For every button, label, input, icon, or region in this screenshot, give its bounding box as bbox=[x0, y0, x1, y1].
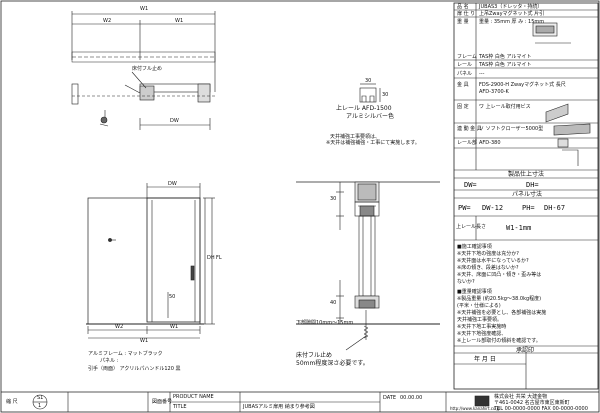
note-line: ■施工確認事項 bbox=[457, 244, 492, 250]
elev-frame-line: アルミフレーム : マットブラック bbox=[88, 351, 163, 357]
spec-row-label: レール bbox=[457, 62, 473, 68]
elev-dim-w2: W2 bbox=[115, 324, 124, 330]
plan-view bbox=[71, 11, 216, 130]
vertical-section bbox=[296, 181, 440, 351]
plan-dim-w1-right: W1 bbox=[175, 18, 184, 24]
spec-row-value: TAS枠 白色 アルマイト bbox=[479, 54, 532, 60]
note-line: ※天井下地工事実施時 bbox=[457, 324, 507, 330]
rail-length-value: W1-1mm bbox=[506, 224, 532, 232]
spec-row-label: パネル bbox=[457, 71, 473, 77]
section-note-2: 50mm程度深さ必要です。 bbox=[296, 360, 369, 367]
note-line: 天井補強工事要領。 bbox=[457, 317, 503, 323]
rail-note-2: ※天井は補強補強・工事にて実施します。 bbox=[326, 140, 420, 146]
size-pw-value: DW-12 bbox=[482, 204, 504, 212]
note-line: ※製品重量 (約20.5kg〜38.0kg程度) bbox=[457, 296, 542, 302]
plan-dim-w2: W2 bbox=[103, 18, 112, 24]
size-dh-label: DH= bbox=[526, 181, 539, 189]
spec-panel-frame bbox=[453, 2, 599, 390]
spec-row-value: ソ ソフトクローザー5000型 bbox=[479, 126, 544, 132]
section-dim-30: 30 bbox=[330, 196, 337, 202]
plan-dim-dw: DW bbox=[170, 118, 179, 124]
panel-size-header: パネル寸法 bbox=[512, 191, 543, 198]
section-note-1: 床付フル止め bbox=[296, 352, 333, 359]
title-block-frame bbox=[32, 392, 490, 412]
title-label: TITLE bbox=[173, 404, 187, 410]
section-dim-bottom: 下部隙間10mm〜15mm bbox=[296, 320, 354, 326]
note-line: ※天井下地強度確認、 bbox=[457, 331, 507, 337]
company-name: 株式会社 共栄 大建金物 bbox=[494, 394, 548, 400]
spec-row-value: 上吊Zwayマグネット式 片引 bbox=[479, 11, 545, 17]
spec-row-value: FDS-2900-H Zwayマグネット式 長尺 bbox=[479, 82, 566, 88]
title-value: JUBASアルミ扉用 納まり参考図 bbox=[243, 404, 315, 410]
spec-row-label: 品 名 bbox=[457, 4, 469, 10]
note-line: (平米・仕様による) bbox=[457, 303, 501, 309]
spec-row-value: TAS枠 白色 アルマイト bbox=[479, 62, 532, 68]
front-elevation bbox=[86, 183, 215, 339]
spec-row-label: レール部 bbox=[457, 140, 478, 146]
size-dw-label: DW= bbox=[464, 181, 477, 189]
date-label: DATE bbox=[383, 395, 397, 401]
size-header: 製品仕上寸法 bbox=[508, 171, 545, 178]
note-line: ないか? bbox=[457, 279, 475, 285]
approval-date: 年 月 日 bbox=[474, 356, 496, 363]
plan-floor-stop-label: 床付フル止め bbox=[132, 66, 163, 72]
rail-length-label: 上レール長さ bbox=[456, 224, 487, 230]
rail-caption-1: 上レール AFD-1500 bbox=[336, 105, 392, 112]
elev-dim-w1: W1 bbox=[140, 338, 149, 344]
company-tel: TEL 00-0000-0000 FAX 00-0000-0000 bbox=[494, 406, 588, 412]
sheet-value: 1 bbox=[38, 403, 42, 409]
note-line: ■重量確認事項 bbox=[457, 289, 492, 295]
spec-row-value: 重量 : 35mm 厚 み : 15mm bbox=[479, 19, 545, 25]
rail-side-dim: 30 bbox=[382, 92, 389, 98]
elev-dim-fl: FL bbox=[216, 255, 222, 261]
elev-dim-dw: DW bbox=[168, 181, 177, 187]
elev-dim-50: 50 bbox=[169, 294, 176, 300]
section-dim-40: 40 bbox=[330, 300, 337, 306]
spec-row-value: AFD-380 bbox=[479, 140, 501, 146]
spec-row-value: AFD-3700-K bbox=[479, 89, 509, 95]
spec-row-label: 金 具 bbox=[457, 82, 469, 88]
approval-header: 承認印 bbox=[516, 347, 535, 354]
note-line: ※天井面は水平になっているか? bbox=[457, 258, 529, 264]
elev-handle-line: 引手（両面） アクリルパハンドル120 黒 bbox=[88, 366, 181, 372]
spec-row-label: 固 定 bbox=[457, 104, 469, 110]
spec-row-label: フレーム bbox=[457, 54, 477, 60]
drawing-no-label: 図面番号 bbox=[152, 399, 173, 405]
elev-panel-line: パネル : bbox=[100, 358, 119, 364]
plan-dim-w1: W1 bbox=[140, 6, 149, 12]
rail-note-1: 天井補強工事要領は、 bbox=[330, 134, 381, 140]
note-line: ※天井下地の強度は充分か? bbox=[457, 251, 519, 257]
spec-row-value: JUBAS3（ドレッタ・持続） bbox=[479, 4, 543, 10]
product-label: PRODUCT NAME bbox=[173, 394, 214, 400]
scale-value: S1 bbox=[37, 395, 44, 401]
note-line: ※床の傾き、段差はないか? bbox=[457, 265, 519, 271]
spec-row-value: ワ 上レール取付用ビス bbox=[479, 104, 531, 110]
note-line: ※天井、床面に凹凸・傾き・歪み等は bbox=[457, 272, 542, 278]
spec-row-value: --- bbox=[479, 71, 485, 77]
size-ph-value: DH-67 bbox=[544, 204, 566, 212]
rail-top-dim: 30 bbox=[365, 78, 372, 84]
note-line: ※上レール部取付の傾斜を確認です。 bbox=[457, 338, 541, 344]
elev-dim-w1-right: W1 bbox=[170, 324, 179, 330]
spec-row-label: 連 動 金 具 bbox=[457, 126, 482, 132]
elev-dim-dh: DH bbox=[207, 255, 215, 261]
rail-section-detail bbox=[359, 83, 381, 103]
rail-caption-2: アルミシルバー色 bbox=[346, 113, 394, 120]
company-address: 〒461-0042 名古屋市東区東新町 bbox=[494, 400, 570, 406]
size-pw-label: PW= bbox=[458, 204, 471, 212]
spec-row-label: 扉 仕 り bbox=[457, 11, 476, 17]
company-website: http://www.kanahirt.co.jp bbox=[450, 406, 501, 411]
size-ph-label: PH= bbox=[522, 204, 535, 212]
spec-row-label: 重 量 bbox=[457, 19, 469, 25]
note-line: ※天井補強を必要とし、各部補強は実施 bbox=[457, 310, 547, 316]
scale-label: 縮 尺 bbox=[6, 399, 18, 405]
date-value: 00.00.00 bbox=[400, 395, 423, 401]
